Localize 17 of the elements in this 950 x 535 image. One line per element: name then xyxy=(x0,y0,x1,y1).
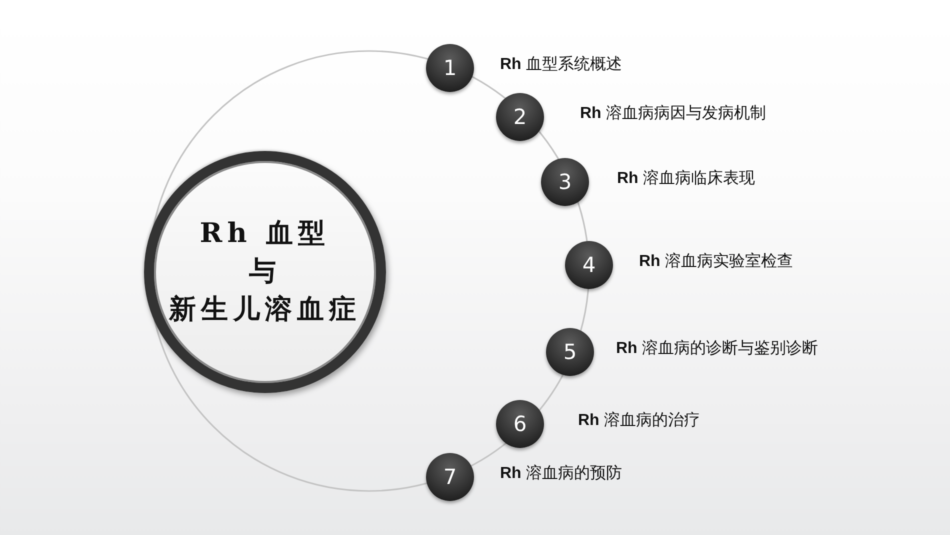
item-label: Rh 血型系统概述 xyxy=(500,55,622,75)
title-text: 与 xyxy=(249,255,281,289)
item-label: Rh 溶血病临床表现 xyxy=(617,169,755,189)
number-circle: 3 xyxy=(541,158,589,206)
title-text: 新生儿溶血症 xyxy=(169,293,361,327)
item-label: Rh 溶血病病因与发病机制 xyxy=(580,104,766,124)
number-circle: 2 xyxy=(496,93,544,141)
number-circle: 6 xyxy=(496,400,544,448)
number-circle: 4 xyxy=(565,241,613,289)
item-label: Rh 溶血病的诊断与鉴别诊断 xyxy=(616,339,818,359)
item-label: Rh 溶血病的治疗 xyxy=(578,411,700,431)
number-circle: 5 xyxy=(546,328,594,376)
number-circle: 1 xyxy=(426,44,474,92)
title-text: Rh 血型 xyxy=(200,217,330,251)
number-circle: 7 xyxy=(426,453,474,501)
item-label: Rh 溶血病实验室检查 xyxy=(639,252,793,272)
item-label: Rh 溶血病的预防 xyxy=(500,464,622,484)
